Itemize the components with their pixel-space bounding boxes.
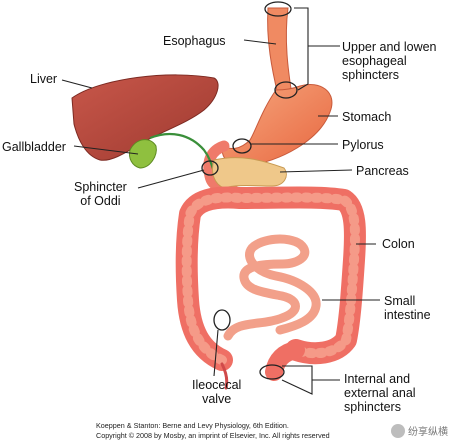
watermark: 纷享纵横: [391, 423, 448, 438]
label-line: external anal: [344, 386, 416, 400]
label-line: sphincters: [344, 400, 401, 414]
ileocecal-valve-ring: [213, 309, 231, 331]
label-line: sphincters: [342, 68, 399, 82]
label-liver: Liver: [30, 72, 58, 86]
label-sphincter-of-oddi: Sphincter of Oddi: [74, 180, 127, 208]
watermark-text: 纷享纵横: [408, 427, 448, 438]
label-line: esophageal: [342, 54, 407, 68]
label-stomach: Stomach: [342, 110, 392, 124]
label-upper-lower-esophageal-sphincters: Upper and lowen esophageal sphincters: [342, 40, 437, 82]
upper-esophageal-sphincter-ring: [264, 1, 292, 17]
label-line: valve: [202, 392, 232, 406]
label-line: Internal and: [344, 372, 411, 386]
stomach: [222, 84, 333, 167]
label-esophagus: Esophagus: [163, 34, 226, 48]
wechat-icon: [391, 423, 405, 438]
label-pylorus: Pylorus: [342, 138, 384, 152]
lower-esophageal-sphincter-ring: [274, 81, 298, 99]
pancreas: [211, 157, 287, 189]
leader-lines: [61, 7, 380, 395]
label-line: Sphincter: [74, 180, 127, 194]
label-line: of Oddi: [80, 194, 121, 208]
label-gallbladder: Gallbladder: [2, 140, 66, 154]
rectum: [265, 341, 305, 381]
label-ileocecal-valve: Ileocecal valve: [192, 378, 241, 406]
credit-line-2: Copyright © 2008 by Mosby, an imprint of…: [96, 431, 330, 440]
label-colon: Colon: [382, 237, 415, 251]
label-small-intestine: Small intestine: [384, 294, 431, 322]
appendix: [220, 362, 229, 390]
label-line: Upper and lowen: [342, 40, 437, 54]
oddi-sphincter-ring: [201, 160, 219, 176]
label-line: Ileocecal: [192, 378, 242, 392]
small-intestine: [223, 234, 321, 341]
label-line: intestine: [384, 308, 431, 322]
label-pancreas: Pancreas: [356, 164, 409, 178]
anal-sphincter-ring: [259, 364, 285, 380]
liver: [71, 74, 219, 161]
label-line: Small: [384, 294, 416, 308]
pylorus-ring: [232, 138, 252, 154]
label-anal-sphincters: Internal and external anal sphincters: [344, 372, 416, 414]
gallbladder: [129, 139, 157, 169]
credit-line-1: Koeppen & Stanton: Berne and Levy Physio…: [96, 421, 289, 430]
